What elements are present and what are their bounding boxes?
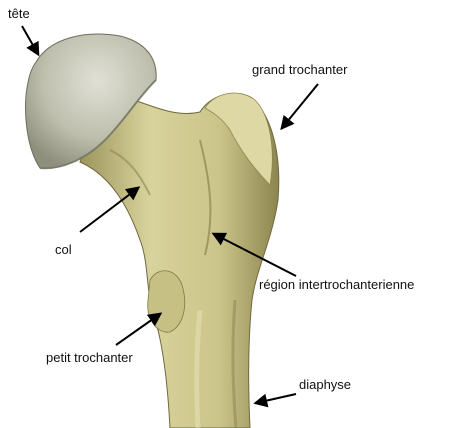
label-petit-trochanter: petit trochanter: [46, 350, 133, 365]
arrow-grand-trochanter: [282, 84, 318, 128]
arrow-tete: [22, 26, 38, 54]
lesser-trochanter-shape: [148, 271, 185, 332]
label-diaphyse: diaphyse: [299, 377, 351, 392]
arrow-petit-trochanter: [116, 314, 160, 345]
femur-bone: [80, 93, 279, 428]
label-col: col: [55, 242, 72, 257]
label-tete: tête: [8, 6, 30, 21]
arrow-diaphyse: [256, 394, 296, 403]
label-region-intertrochanterienne: région intertrochanterienne: [259, 277, 414, 292]
label-grand-trochanter: grand trochanter: [252, 62, 348, 77]
